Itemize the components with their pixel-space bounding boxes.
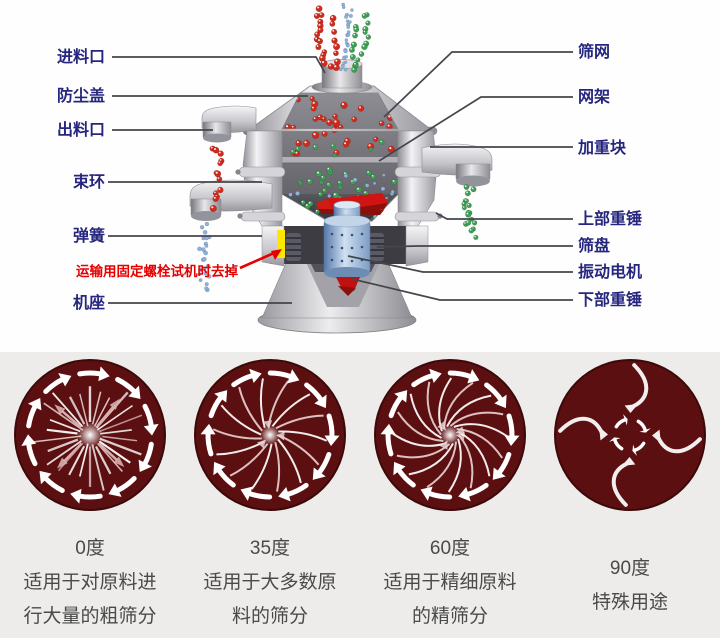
label-outlet: 出料口: [57, 120, 105, 139]
outlet-spout-upper-left: [201, 105, 257, 143]
flow-pattern-dial-90deg: [554, 359, 706, 511]
label-clamp-ring: 束环: [73, 172, 105, 191]
outlet-spout-right: [421, 143, 493, 187]
label-feed-inlet: 进料口: [57, 47, 105, 66]
label-base: 机座: [73, 293, 105, 312]
label-upper-hammer: 上部重锤: [578, 209, 642, 228]
label-spring: 弹簧: [73, 226, 105, 245]
angle-desc-line: 的精筛分: [411, 606, 488, 627]
outlet-spout-lower-left: [189, 179, 273, 221]
clamp-ring-band: [238, 166, 286, 178]
warning-note: 运输用固定螺栓试机时去掉: [76, 263, 238, 279]
angle-degree: 90度: [609, 558, 651, 579]
flow-pattern-dial-35deg: [194, 359, 346, 511]
clamp-ring-band: [394, 211, 440, 222]
leader-lines: [108, 51, 573, 304]
angle-column-90deg: 90度 特殊用途: [540, 358, 720, 638]
label-dust-cover: 防尘盖: [57, 86, 105, 105]
angle-column-0deg: 0度 适用于对原料进 行大量的粗筛分: [0, 358, 180, 638]
machine-cutaway-illustration: 进料口 防尘盖 出料口 束环 弹簧 机座 筛网 网架 加重块 上部重锤 筛盘 振…: [57, 2, 642, 334]
angle-desc-line: 特殊用途: [591, 592, 668, 613]
angle-desc-line: 料的筛分: [231, 606, 308, 627]
label-lower-hammer: 下部重锤: [578, 290, 642, 309]
label-vib-motor: 振动电机: [578, 262, 642, 281]
angle-desc-line: 适用于对原料进: [23, 572, 157, 593]
vibration-angle-section: 0度 适用于对原料进 行大量的粗筛分 35度 适用于大多数原 料的筛分 60度 …: [0, 352, 720, 638]
sieve-mesh-line: [282, 157, 398, 163]
label-screen-mesh: 筛网: [578, 42, 610, 61]
angle-column-35deg: 35度 适用于大多数原 料的筛分: [180, 358, 360, 638]
angle-degree: 0度: [75, 538, 105, 559]
label-weight-block: 加重块: [577, 138, 627, 157]
angle-degree: 60度: [429, 538, 471, 559]
spring-right: [369, 233, 384, 261]
angle-desc-line: 行大量的粗筛分: [23, 606, 157, 627]
angle-degree: 35度: [249, 538, 291, 559]
transport-bolt-highlight: [277, 230, 285, 258]
spring-left: [286, 233, 301, 261]
flow-pattern-dial-0deg: [14, 359, 166, 511]
angle-desc-line: 适用于大多数原: [203, 572, 337, 593]
label-sieve-tray: 筛盘: [578, 236, 610, 255]
angle-column-60deg: 60度 适用于精细原料 的精筛分: [360, 358, 540, 638]
machine-diagram-section: 进料口 防尘盖 出料口 束环 弹簧 机座 筛网 网架 加重块 上部重锤 筛盘 振…: [56, 2, 643, 334]
label-mesh-frame: 网架: [578, 87, 610, 106]
angle-desc-line: 适用于精细原料: [383, 572, 517, 593]
flow-pattern-dial-60deg: [374, 359, 526, 511]
warning-arrow: [239, 249, 282, 270]
inflow-particle-streams: [313, 2, 372, 73]
clamp-ring-band: [240, 211, 286, 222]
vibration-motor: [323, 193, 388, 296]
